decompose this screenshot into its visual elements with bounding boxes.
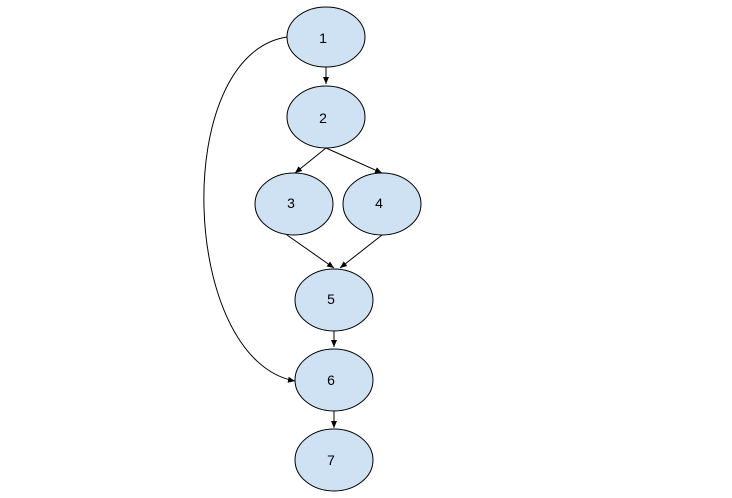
- node-4: 4: [342, 172, 422, 236]
- node-1: 1: [286, 6, 366, 68]
- node-5-shape: [294, 268, 374, 332]
- node-6-shape: [294, 348, 374, 412]
- node-6: 6: [294, 348, 374, 412]
- node-7: 7: [294, 428, 374, 492]
- node-5: 5: [294, 268, 374, 332]
- nodes-group: 1 2 3 4 5 6 7: [254, 6, 422, 492]
- node-7-label: 7: [327, 452, 335, 468]
- edge-2-to-3: [294, 147, 327, 174]
- edge-4-to-5: [339, 234, 383, 269]
- node-6-label: 6: [327, 372, 335, 388]
- node-1-shape: [286, 6, 366, 68]
- node-3-label: 3: [287, 195, 295, 211]
- edge-1-to-6: [203, 36, 296, 383]
- edges-group: [203, 36, 383, 428]
- edge-3-to-5: [286, 234, 335, 269]
- node-5-label: 5: [327, 291, 335, 307]
- node-4-label: 4: [375, 195, 383, 211]
- node-2-label: 2: [319, 110, 327, 126]
- node-4-shape: [342, 172, 422, 236]
- node-2: 2: [286, 85, 366, 149]
- node-7-shape: [294, 428, 374, 492]
- node-3-shape: [254, 172, 334, 236]
- node-2-shape: [286, 85, 366, 149]
- node-3: 3: [254, 172, 334, 236]
- edge-2-to-4: [325, 147, 383, 174]
- node-1-label: 1: [319, 30, 327, 46]
